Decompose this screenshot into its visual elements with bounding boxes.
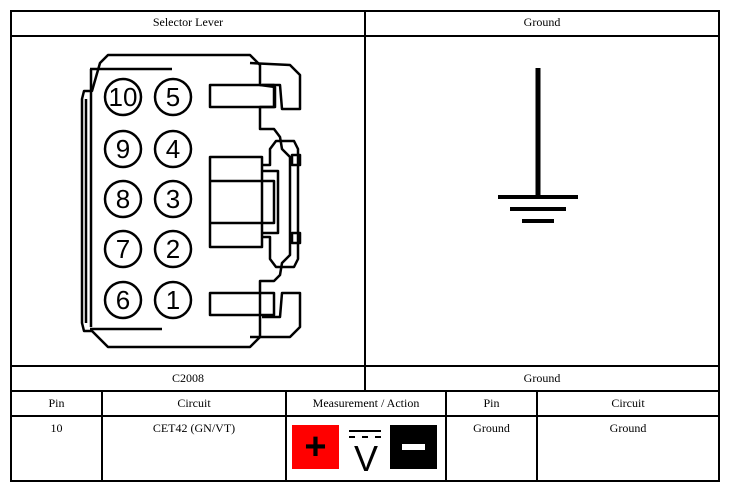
center-divider [364,10,366,392]
col-header-circuit: Circuit [177,396,211,410]
pin-label-10: 10 [109,82,138,112]
table-col-divider-1 [101,390,103,482]
pin-label-1: 1 [166,285,180,315]
connector-top-latch [249,61,302,111]
col-header-pin-2: Pin [483,396,500,410]
connector-left-body [84,69,93,327]
ground-symbol-icon [498,68,578,223]
connector-lock-arm [262,139,300,269]
pin-cavity-8 [103,179,143,219]
voltmeter-symbol: V [354,438,378,479]
measurement-action-icons: + V [292,425,437,479]
col-header-measurement: Measurement / Action [312,396,420,410]
pin-cavities [103,77,193,320]
row-circuit: CET42 (GN/VT) [152,421,236,435]
col-header-circuit-2: Circuit [611,396,645,410]
col-header-pin: Pin [48,396,65,410]
pin-label-8: 8 [116,184,130,214]
connector-lock-slot [210,179,276,225]
pin-cavity-1 [153,280,193,320]
pin-label-2: 2 [166,234,180,264]
pin-label-9: 9 [116,134,130,164]
connector-top-pip [290,153,302,167]
pin-label-5: 5 [166,82,180,112]
table-col-divider-2 [285,390,287,482]
positive-probe-symbol: + [304,426,326,468]
connector-bottom-window [208,291,276,317]
negative-probe-bar [402,444,425,450]
table-col-divider-4 [536,390,538,482]
connector-lock-tab [262,169,280,235]
pin-label-4: 4 [166,134,180,164]
pin-cavity-2 [153,229,193,269]
connector-c2008-diagram: 10 9 8 7 6 5 4 3 2 1 [80,53,302,349]
ground-title: Ground [523,15,561,29]
pin-label-6: 6 [116,285,130,315]
connector-caption: C2008 [171,371,204,385]
pin-cavity-9 [103,129,143,169]
connector-title: Selector Lever [152,15,224,29]
pin-label-3: 3 [166,184,180,214]
connector-bottom-latch [250,291,302,339]
row-circuit-2: Ground [609,421,647,435]
pin-cavity-10 [103,77,143,117]
connector-bottom-pip [290,231,302,245]
ground-caption: Ground [523,371,561,385]
positive-probe-icon [292,425,339,469]
pin-label-7: 7 [116,234,130,264]
pin-cavity-6 [103,280,143,320]
row-pin-2: Ground [473,421,510,435]
table-col-divider-3 [445,390,447,482]
connector-lock-frame [208,155,264,249]
pin-cavity-3 [153,179,193,219]
pin-cavity-5 [153,77,193,117]
pin-cavity-7 [103,229,143,269]
table-header-divider [10,415,720,417]
connector-top-window [208,83,276,109]
voltmeter-dc-icon [349,430,381,438]
row-pin: 10 [50,421,63,435]
pin-cavity-4 [153,129,193,169]
